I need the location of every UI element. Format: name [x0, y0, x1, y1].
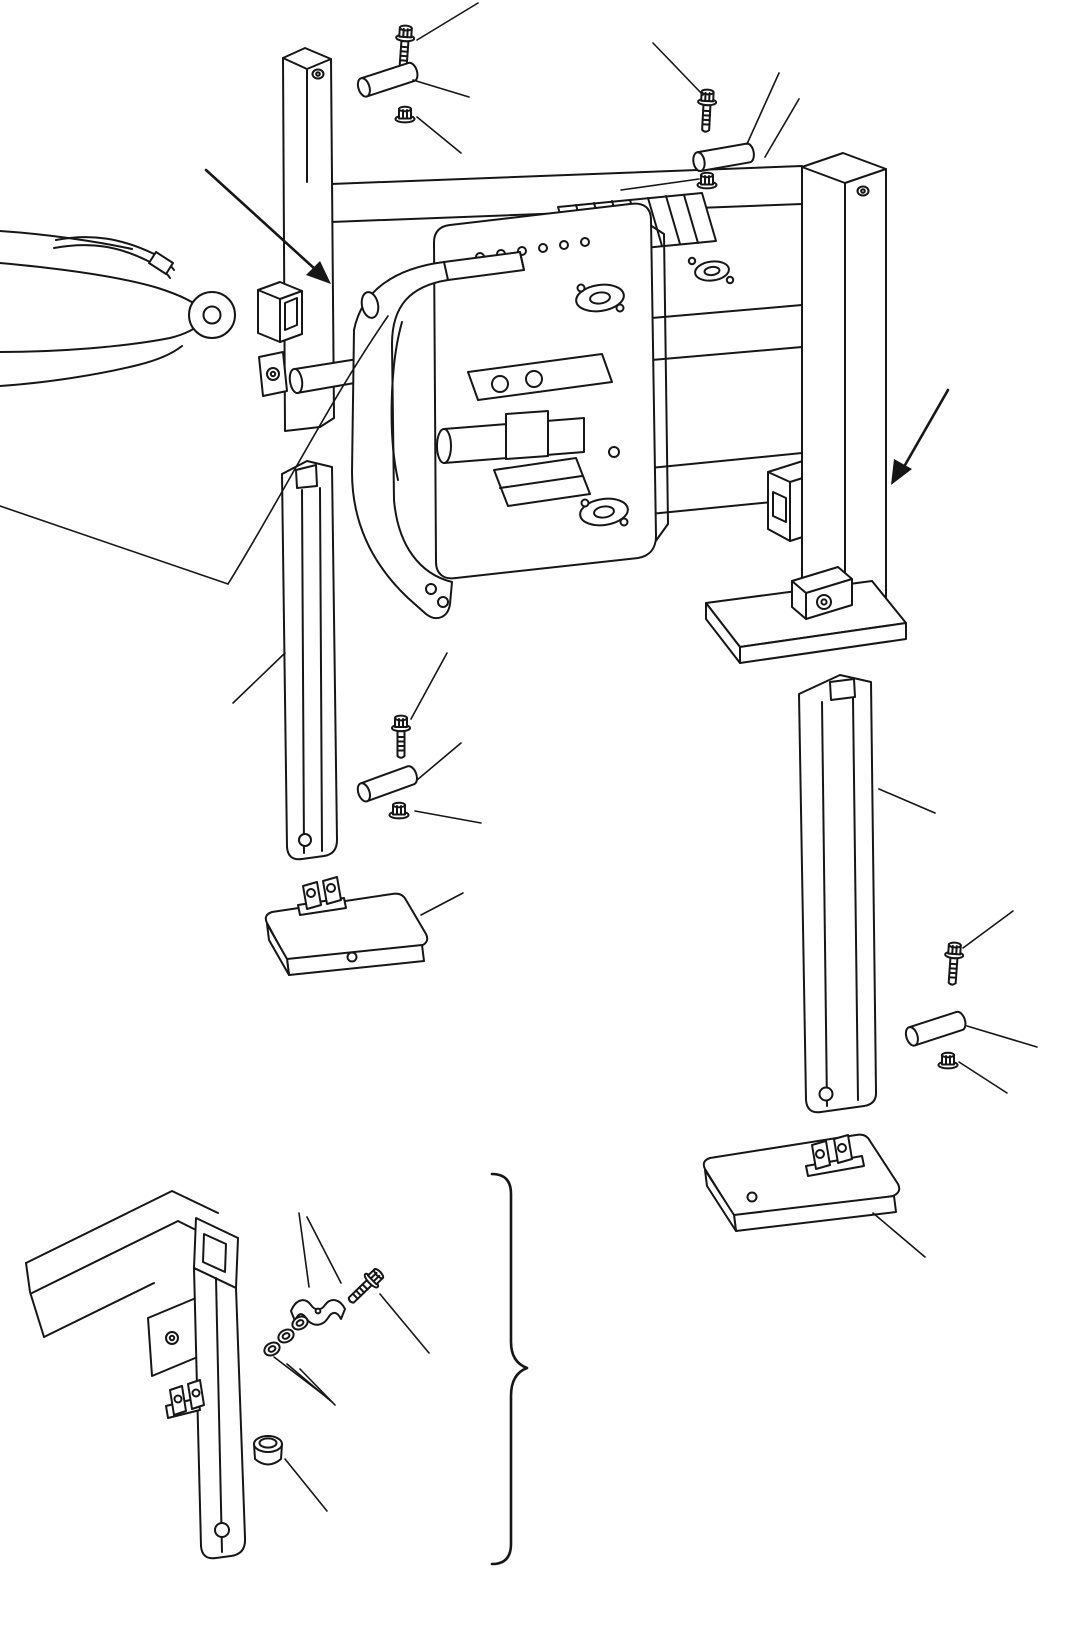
hex-flange-nut [394, 105, 416, 124]
hex-flange-bolt [942, 941, 965, 987]
right-post-base [705, 566, 907, 664]
frame-right-post [705, 152, 907, 664]
arrow-right [899, 388, 950, 474]
hinge-ears-bracket [165, 1379, 205, 1419]
post-clip-bracket [257, 281, 303, 343]
mounting-plate-assembly [433, 202, 669, 580]
hex-bolt [342, 1264, 388, 1309]
chassis-arm [0, 230, 236, 387]
right-stabilizer-leg [798, 674, 878, 1114]
anchor-tab [258, 351, 288, 397]
pivot-boss [694, 260, 730, 282]
right-foot-pad [702, 1133, 901, 1232]
leader-lines [0, 2, 1038, 1512]
hex-flange-nut [937, 1051, 959, 1070]
hex-flange-nut [696, 171, 718, 190]
arrow-left [204, 168, 318, 272]
hex-flange-bolt [391, 714, 411, 759]
grouping-brace [490, 1172, 529, 1566]
hose-fitting [148, 251, 174, 275]
left-foot-pad [264, 876, 429, 976]
right-hardware [902, 941, 969, 1070]
detail-view-leg-mount [25, 1172, 529, 1566]
plug-cap [253, 1435, 283, 1466]
hex-flange-bolt [393, 24, 416, 70]
left-stabilizer-leg [281, 460, 338, 861]
upper-flange-boss [575, 283, 625, 313]
top-left-hardware [354, 24, 421, 124]
lower-flange-boss [579, 497, 629, 527]
hex-flange-nut [388, 801, 410, 820]
cylindrical-pin [354, 60, 421, 100]
washer [275, 1325, 297, 1347]
washer [261, 1338, 283, 1360]
left-hardware [354, 714, 421, 820]
hex-flange-bolt [695, 88, 718, 134]
callout-arrows [204, 168, 950, 485]
cylindrical-pin [354, 763, 421, 805]
swing-bracket [351, 251, 525, 620]
cylindrical-pin [902, 1009, 969, 1049]
